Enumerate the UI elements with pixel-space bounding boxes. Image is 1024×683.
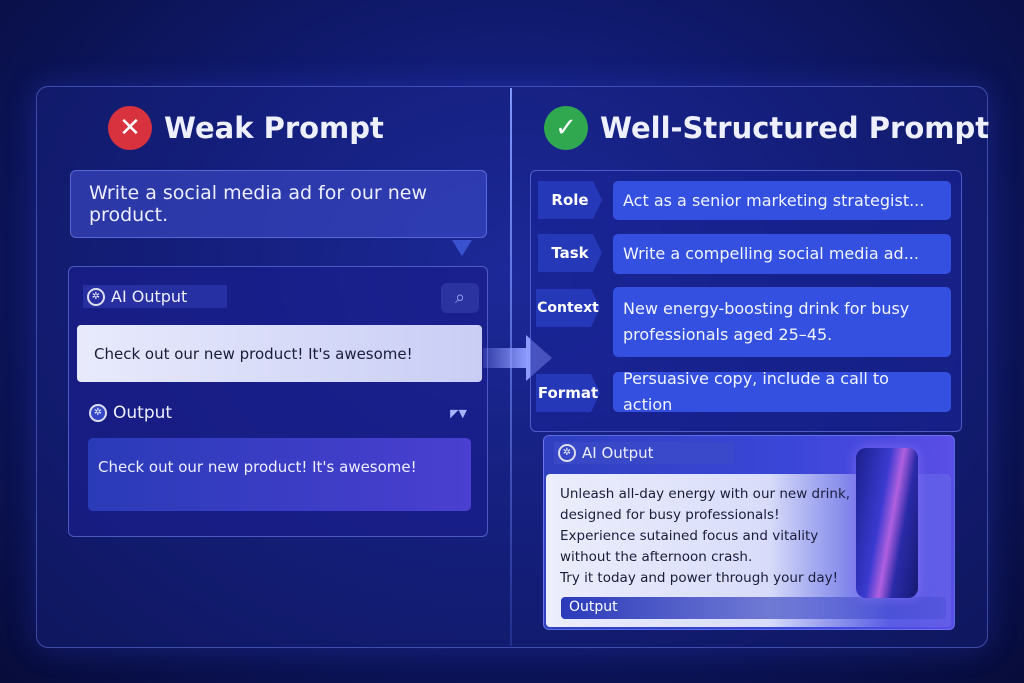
ai-output-label: AI Output <box>582 444 654 462</box>
ai-output-text: Unleash all-day energy with our new drin… <box>560 484 850 589</box>
ai-logo-icon: ✲ <box>87 287 105 306</box>
ai-logo-icon: ✲ <box>558 444 576 462</box>
ai-output-header: ✲ AI Output <box>554 442 734 464</box>
structured-title-text: Well-Structured Prompt <box>600 111 990 145</box>
structured-output-panel: ✲ AI Output Unleash all-day energy with o… <box>543 435 955 630</box>
weak-title-text: Weak Prompt <box>164 111 384 145</box>
energy-drink-can-image <box>856 448 918 598</box>
output-line: without the afternoon crash. <box>560 549 753 565</box>
ai-logo-icon: ✲ <box>89 404 107 422</box>
output-line: Try it today and power through your day! <box>560 570 839 586</box>
output-text: Check out our new product! It's awesome! <box>98 458 417 476</box>
format-value: Persuasive copy, include a call to actio… <box>613 369 951 414</box>
weak-prompt-box: Write a social media ad for our new prod… <box>70 170 487 238</box>
arrow-shaft <box>483 348 528 368</box>
pointer-triangle <box>452 240 472 256</box>
context-value: New energy-boosting drink for busy profe… <box>613 287 951 357</box>
check-circle-icon: ✓ <box>544 106 588 150</box>
output-label: Output <box>113 403 173 423</box>
weak-prompt-title: ✕ Weak Prompt <box>108 106 384 150</box>
ai-output-label: AI Output <box>111 287 188 306</box>
task-value: Write a compelling social media ad... <box>613 234 951 274</box>
output-label: Output <box>569 599 618 615</box>
ai-output-box: Check out our new product! It's awesome! <box>77 325 482 382</box>
role-value: Act as a senior marketing strategist... <box>613 181 951 220</box>
task-label: Task <box>538 234 602 272</box>
ai-output-header: ✲ AI Output <box>83 285 228 308</box>
dropdown-arrow-icon[interactable]: ◤▼ <box>450 407 467 420</box>
ai-output-text: Check out our new product! It's awesome! <box>94 344 413 363</box>
weak-output-panel: ✲ AI Output ⌕ Check out our new product! … <box>68 266 488 537</box>
structured-prompt-title: ✓ Well-Structured Prompt <box>544 106 989 150</box>
output-header: ✲ Output <box>89 403 172 423</box>
output-line: Unleash all-day energy with our new drin… <box>560 486 851 502</box>
output-line: Experience sutained focus and vitality <box>560 528 819 544</box>
role-label: Role <box>538 181 602 219</box>
format-label: Format <box>536 374 600 412</box>
context-label: Context <box>536 289 600 327</box>
search-icon[interactable]: ⌕ <box>441 283 479 313</box>
weak-prompt-text: Write a social media ad for our new prod… <box>89 182 428 226</box>
x-circle-icon: ✕ <box>108 106 152 150</box>
output-bar: Output <box>561 597 946 619</box>
output-box: Check out our new product! It's awesome! <box>88 438 471 511</box>
output-line: designed for busy professionals! <box>560 507 780 523</box>
